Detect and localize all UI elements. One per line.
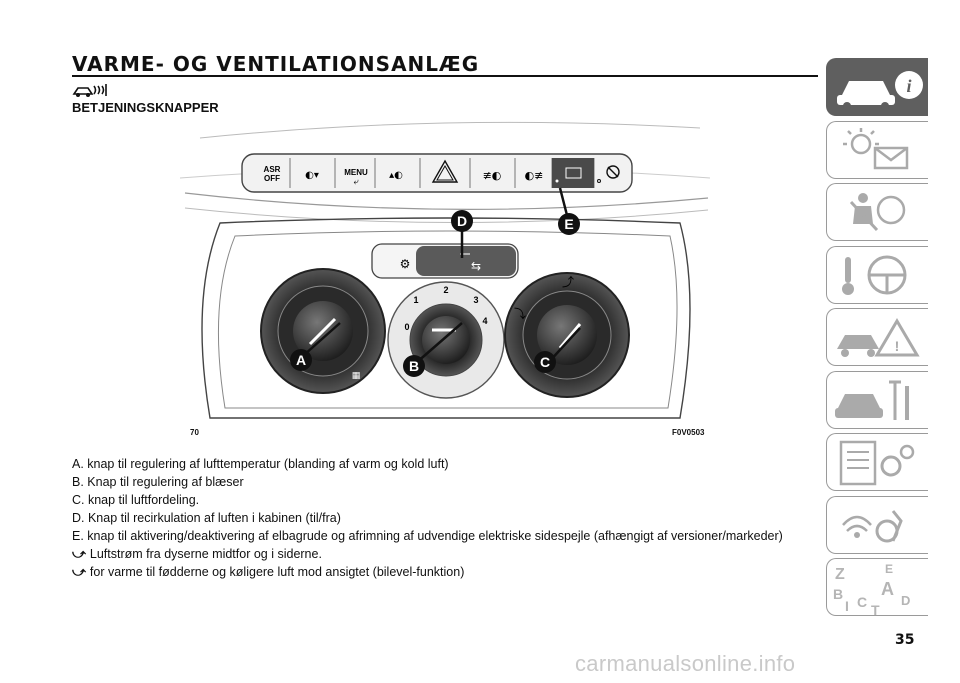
fan-scale-1: 1 [413, 295, 418, 305]
legend-item-e: E. knap til aktivering/deaktivering af e… [72, 529, 783, 543]
tab-car-info[interactable]: i [826, 58, 928, 116]
fan-scale-3: 3 [473, 295, 478, 305]
svg-text:⤴: ⤴ [562, 274, 574, 289]
car-info-icon: i [837, 71, 923, 110]
temperature-knob: ▦ [260, 268, 386, 394]
legend-item-bilevel-text: for varme til fødderne og køligere luft … [89, 565, 465, 579]
svg-text:◐≢: ◐≢ [525, 169, 544, 182]
fan-scale-2: 2 [443, 285, 448, 295]
tab-safety[interactable] [826, 183, 928, 241]
callout-a: A [296, 352, 306, 368]
legend-item-face-vent-text: Luftstrøm fra dyserne midtfor og i sider… [89, 547, 322, 561]
callout-d: D [457, 213, 467, 229]
warning-light-message-icon [843, 127, 909, 169]
callout-c: C [540, 354, 550, 370]
menu-button-label: MENU [344, 168, 368, 177]
svg-text:⤵: ⤵ [514, 307, 526, 321]
page-number: 35 [895, 632, 915, 648]
svg-text:i: i [906, 76, 911, 96]
figure-code: F0V0503 [672, 428, 705, 437]
air-vent-face-icon: ⤻ [72, 546, 86, 561]
title-rule [72, 75, 818, 77]
technical-data-icon [839, 440, 915, 486]
fan-scale-0: 0 [404, 322, 409, 332]
tab-multimedia[interactable] [826, 495, 928, 554]
callout-b: B [409, 358, 419, 374]
multimedia-icon [842, 509, 903, 542]
car-accident-warning-icon: ! [837, 318, 920, 357]
svg-text:⇆: ⇆ [471, 259, 481, 273]
key-steering-wheel-icon [842, 255, 907, 295]
air-vent-bilevel-icon: ⤻ [72, 564, 86, 579]
svg-text:D: D [901, 593, 910, 608]
legend-item-c: C. knap til luftfordeling. [72, 493, 200, 507]
svg-text:E: E [885, 562, 893, 576]
car-maintenance-icon [835, 380, 909, 420]
control-panel-illustration: ASR OFF MENU ⤶ ◐▾ ▴◐ ≢◐ ◐≢ ⚙ ⇆ [179, 118, 711, 440]
legend-item-face-vent: ⤻Luftstrøm fra dyserne midtfor og i side… [72, 545, 822, 563]
fan-scale-4: 4 [482, 316, 487, 326]
svg-text:⤶: ⤶ [353, 177, 359, 187]
legend-item-a: A. knap til regulering af lufttemperatur… [72, 457, 449, 471]
page-title: VARME- OG VENTILATIONSANLÆG [72, 52, 480, 76]
legend-item-d: D. Knap til recirkulation af luften i ka… [72, 511, 341, 525]
callout-e: E [564, 216, 573, 232]
svg-text:◐▾: ◐▾ [305, 170, 319, 181]
svg-text:OFF: OFF [264, 174, 280, 183]
distribution-knob: ⤴ ⤵ [504, 272, 630, 398]
chapter-tabs: i ! [826, 58, 930, 621]
svg-text:C: C [857, 594, 867, 610]
svg-text:≢◐: ≢◐ [483, 169, 502, 182]
tab-starting-driving[interactable] [826, 245, 928, 304]
tab-emergency[interactable]: ! [826, 308, 928, 366]
tab-maintenance[interactable] [826, 370, 928, 429]
figure-number: 70 [190, 428, 199, 437]
tab-technical-data[interactable] [826, 433, 928, 491]
car-climate-icon [72, 82, 112, 103]
svg-text:ASR: ASR [264, 165, 281, 174]
legend-item-bilevel: ⤻for varme til fødderne og køligere luft… [72, 563, 822, 581]
section-heading: BETJENINGSKNAPPER [72, 100, 219, 115]
svg-text:▦: ▦ [352, 371, 361, 381]
svg-text:Z: Z [835, 566, 845, 583]
svg-text:I: I [845, 598, 849, 614]
svg-text:T: T [871, 602, 880, 616]
watermark: carmanualsonline.info [575, 651, 796, 676]
legend-item-b: B. Knap til regulering af blæser [72, 475, 244, 489]
tab-warning-lights[interactable] [826, 120, 928, 179]
tab-index[interactable]: Z E B A I C T D [826, 558, 928, 616]
legend: A. knap til regulering af lufttemperatur… [72, 455, 822, 581]
seatbelt-airbag-icon [849, 193, 906, 232]
svg-text:B: B [833, 586, 843, 602]
alphabetical-index-icon: Z E B A I C T D [833, 562, 910, 616]
svg-text:▴◐: ▴◐ [389, 170, 403, 181]
fan-knob: 0 1 2 3 4 [387, 281, 505, 399]
svg-text:!: ! [895, 338, 900, 354]
svg-text:⚙: ⚙ [400, 257, 411, 271]
button-strip: ASR OFF MENU ⤶ ◐▾ ▴◐ ≢◐ ◐≢ [241, 153, 633, 193]
svg-text:A: A [881, 579, 894, 599]
